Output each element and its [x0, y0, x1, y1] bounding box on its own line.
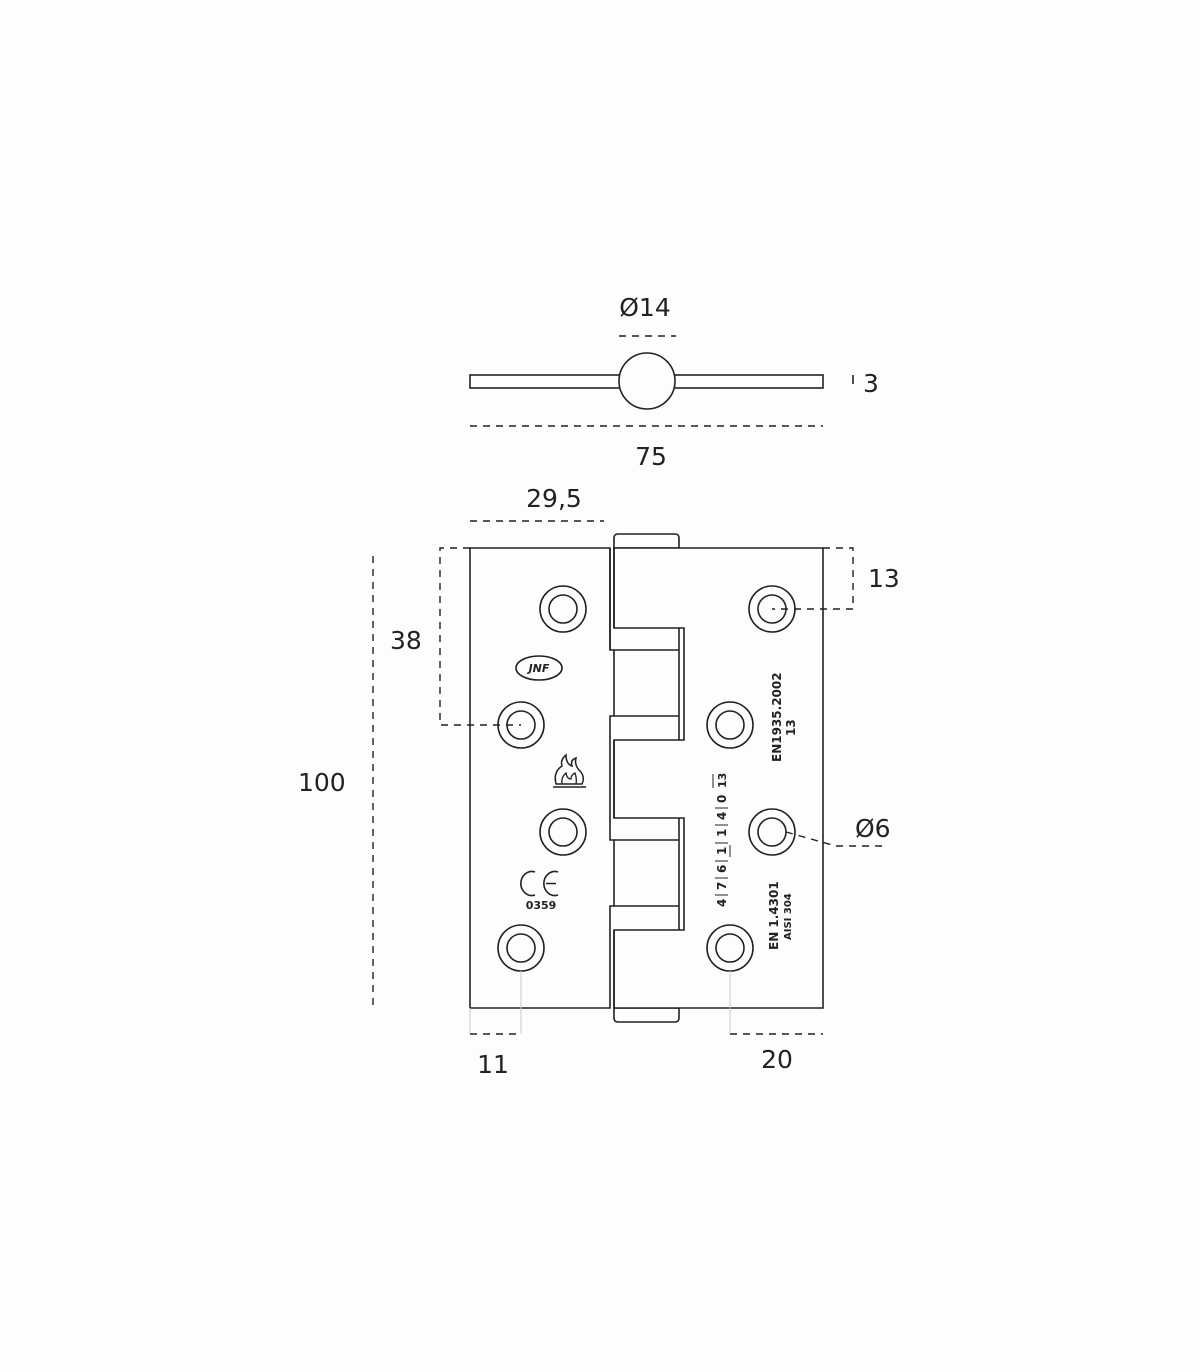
screw-hole — [539, 808, 587, 856]
leaf-width-label: 29,5 — [526, 484, 582, 513]
hole-diameter-label: Ø6 — [855, 814, 891, 843]
class-digit: 4 — [715, 899, 729, 907]
standard-grade-text: 13 — [784, 719, 798, 736]
hole-spacing-label: 38 — [390, 626, 422, 655]
top-view-right-leaf — [673, 374, 824, 389]
overall-width-label: 75 — [635, 442, 667, 471]
class-digit: 13 — [716, 773, 729, 788]
class-digit: 0 — [715, 795, 729, 803]
class-digit: 4 — [715, 812, 729, 820]
material-marking: EN 1.4301 AISI 304 — [767, 881, 794, 950]
material-en-text: EN 1.4301 — [767, 881, 781, 950]
screw-hole — [748, 808, 796, 856]
screw-hole — [706, 701, 754, 749]
screw-hole — [497, 924, 545, 972]
hole-spacing-dim-line — [439, 547, 521, 726]
screw-hole — [706, 924, 754, 972]
bottom-right-offset-label: 20 — [761, 1045, 793, 1074]
pin-diameter-label: Ø14 — [619, 293, 671, 322]
top-view-left-leaf — [469, 374, 621, 389]
right-leaf — [613, 547, 824, 1009]
bottom-knuckle-end — [613, 1007, 680, 1023]
notified-body-number: 0359 — [526, 899, 557, 912]
thickness-label: 3 — [863, 369, 879, 398]
fire-icon — [553, 753, 586, 788]
class-digit: 7 — [715, 882, 729, 890]
height-label: 100 — [298, 768, 346, 797]
class-digit: 1 — [715, 847, 729, 855]
classification-code: 4 7 6 1 1 4 0 13 — [712, 773, 731, 907]
jnf-logo: JNF — [515, 655, 563, 681]
bottom-left-offset-label: 11 — [477, 1050, 509, 1079]
top-view-knuckle — [618, 352, 676, 410]
hole-diameter-leader — [785, 831, 884, 847]
jnf-logo-text: JNF — [527, 662, 550, 675]
front-view: JNF 0359 EN1935.2002 13 EN 1.4301 AISI 3… — [469, 533, 824, 1034]
screw-hole — [539, 585, 587, 633]
material-aisi-text: AISI 304 — [783, 893, 794, 940]
top-hole-offset-label: 13 — [868, 564, 900, 593]
top-knuckle-end — [613, 533, 680, 549]
ce-mark-icon: 0359 — [520, 870, 559, 912]
top-hole-offset-dim-line — [772, 547, 854, 610]
standard-text: EN1935.2002 — [770, 672, 784, 762]
class-digit: 1 — [715, 829, 729, 837]
front-dimensions: 29,5 13 38 100 Ø6 11 20 — [298, 484, 900, 1079]
top-view: Ø14 3 75 — [469, 293, 879, 471]
class-digit: 6 — [715, 865, 729, 873]
standard-marking: EN1935.2002 13 — [770, 672, 798, 762]
